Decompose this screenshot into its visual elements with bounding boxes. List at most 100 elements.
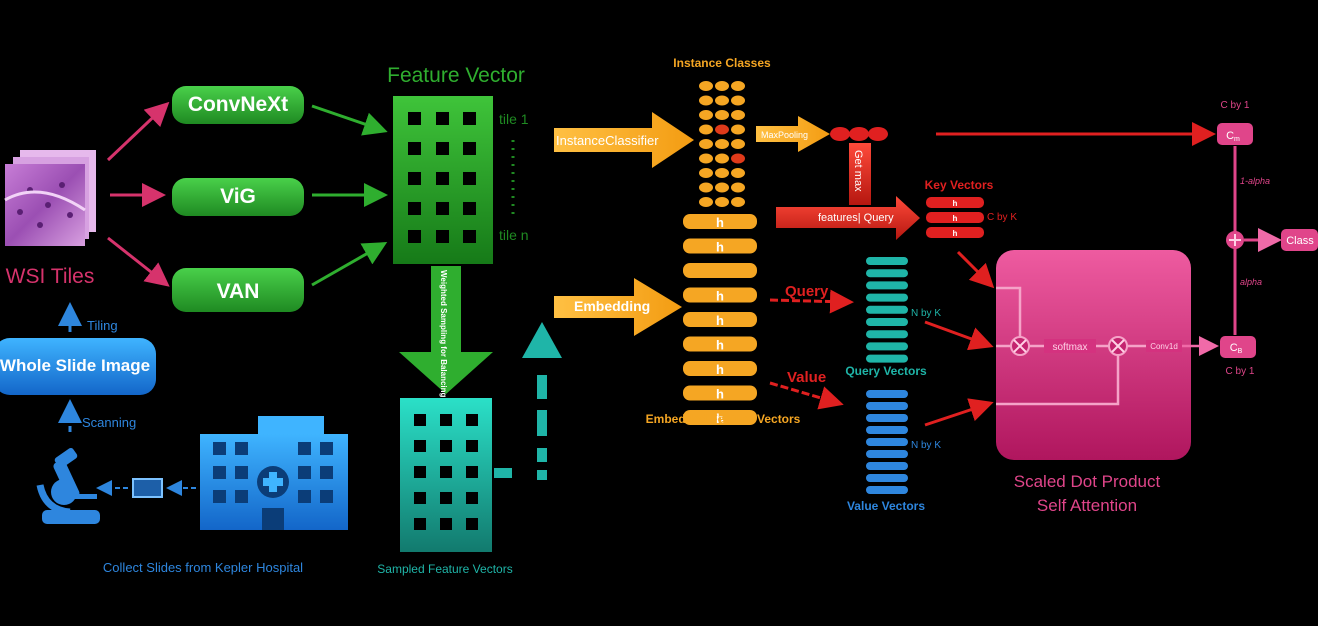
class-node: Class xyxy=(1281,229,1318,251)
one-minus-alpha-label: 1-alpha xyxy=(1240,176,1270,186)
cm-node: Cm xyxy=(1217,123,1253,145)
attention-block: softmax Conv1d xyxy=(996,250,1219,460)
sampled-feature-label: Sampled Feature Vectors xyxy=(377,562,512,576)
embedded-vector-label: h xyxy=(716,387,724,402)
instance-class-dot xyxy=(731,95,745,106)
features-query-arrow: features| Query xyxy=(776,196,920,240)
instance-class-dot xyxy=(715,110,729,120)
query-vector xyxy=(866,318,908,326)
query-vector xyxy=(866,330,908,339)
backbone-convnext-label: ConvNeXt xyxy=(188,93,288,116)
key-vector xyxy=(926,197,984,208)
value-vector xyxy=(866,390,908,398)
instance-class-dot xyxy=(699,153,713,164)
value-vector xyxy=(866,438,908,446)
instance-class-dot xyxy=(731,110,745,120)
query-vector xyxy=(866,293,908,302)
instance-class-dot xyxy=(715,95,729,106)
embedded-vector-label: h xyxy=(716,289,724,304)
value-vector xyxy=(866,450,908,458)
query-vector xyxy=(866,257,908,265)
cb-node: CB xyxy=(1220,336,1256,358)
key-size-label: C by K xyxy=(987,212,1017,223)
embedded-vector xyxy=(683,410,757,425)
tiles-to-backbones-arrows xyxy=(106,101,170,287)
matmul-icon xyxy=(1010,336,1030,356)
embedded-vector-label: h xyxy=(716,313,724,328)
instance-class-dot xyxy=(731,81,745,91)
feature-vector-building xyxy=(393,96,493,264)
key-vector-label: h xyxy=(953,214,958,223)
instance-class-dot xyxy=(731,168,745,178)
get-max-label: Get max xyxy=(852,150,864,192)
instance-class-dot xyxy=(699,182,713,193)
query-vector xyxy=(866,305,908,314)
features-query-label: features| Query xyxy=(818,212,894,224)
value-vector xyxy=(866,486,908,494)
svg-text:CB: CB xyxy=(1230,342,1243,355)
cb-size-label: C by 1 xyxy=(1226,366,1255,377)
instance-class-dot xyxy=(715,153,729,164)
hospital-icon xyxy=(200,416,348,530)
value-size-label: N by K xyxy=(911,440,941,451)
embedding-label: Embedding xyxy=(574,298,650,314)
instance-class-dot xyxy=(699,168,713,178)
instance-class-dot xyxy=(731,153,745,164)
instance-class-dot xyxy=(715,139,729,149)
embedded-vector xyxy=(683,312,757,327)
instance-class-dot xyxy=(715,124,729,135)
query-vector xyxy=(866,354,908,363)
sum-icon xyxy=(1226,231,1244,249)
scanning-label: Scanning xyxy=(82,415,136,430)
backbone-van-label: VAN xyxy=(217,280,260,303)
key-vectors-title: Key Vectors xyxy=(925,178,994,192)
instance-class-dot xyxy=(699,110,713,120)
backbone-convnext: ConvNeXt xyxy=(172,86,304,124)
output-connectors xyxy=(1233,146,1282,335)
value-vector xyxy=(866,414,908,422)
instance-class-dot xyxy=(699,124,713,135)
value-vectors-title: Value Vectors xyxy=(847,499,925,513)
instance-class-dot xyxy=(731,182,745,193)
wsi-tiles-stack xyxy=(4,150,96,246)
maxpooling-arrow: MaxPooling xyxy=(756,116,830,152)
instance-class-dot xyxy=(699,81,713,91)
value-vector xyxy=(866,426,908,434)
key-vector-label: h xyxy=(953,199,958,208)
instance-class-dot xyxy=(715,182,729,193)
maxpool-output xyxy=(830,127,888,141)
query-size-label: N by K xyxy=(911,308,941,319)
embedded-vector-label: h xyxy=(716,362,724,377)
query-vector xyxy=(866,281,908,290)
instance-class-dot xyxy=(731,124,745,135)
svg-text:Cm: Cm xyxy=(1226,130,1240,143)
cb-sub: B xyxy=(1238,348,1243,355)
embedded-vector-label: h xyxy=(716,240,724,255)
embedded-vector xyxy=(683,385,757,401)
value-vectors xyxy=(866,390,908,494)
wsi-tiles-label: WSI Tiles xyxy=(6,265,95,288)
instance-class-dot xyxy=(699,139,713,149)
query-vector xyxy=(866,269,908,278)
conv1d-label: Conv1d xyxy=(1150,342,1178,351)
embedded-vector-label: h xyxy=(716,411,724,426)
get-max-bar: Get max xyxy=(849,143,871,205)
sampled-feature-building xyxy=(400,398,492,552)
instance-classes-grid xyxy=(699,81,745,207)
attention-input-arrows xyxy=(924,250,995,427)
feature-vector-title: Feature Vector xyxy=(387,64,525,87)
embedding-arrow: Embedding xyxy=(554,278,682,336)
embedded-features-title: Embedded Feature Vectors xyxy=(646,412,801,426)
sampling-label: Weighted Sampling for Balancing Class In… xyxy=(439,270,448,461)
embedded-vector xyxy=(683,263,757,278)
key-vector-label: h xyxy=(953,229,958,238)
instance-classes-title: Instance Classes xyxy=(673,56,771,70)
value-vector xyxy=(866,462,908,470)
value-vector xyxy=(866,474,908,482)
backbone-van: VAN xyxy=(172,268,304,312)
attention-title-line2: Self Attention xyxy=(1037,496,1137,515)
slide-icon xyxy=(132,478,163,498)
instance-class-dot xyxy=(715,197,729,207)
embedded-vector-label: h xyxy=(716,338,724,353)
